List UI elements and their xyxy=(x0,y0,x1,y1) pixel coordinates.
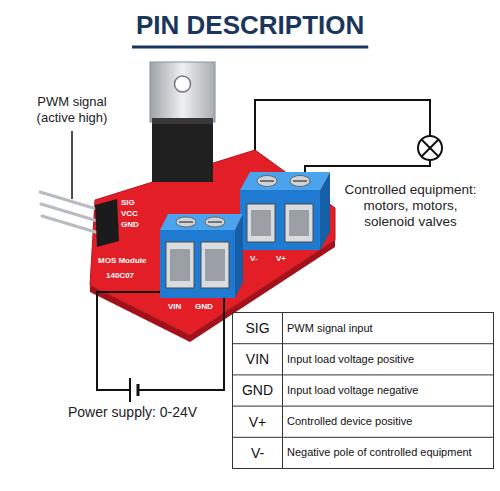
pin-table xyxy=(233,406,494,407)
table-pin-name: V+ xyxy=(233,407,282,437)
terminal-block xyxy=(260,180,274,182)
silkscreen-pin-name: V+ xyxy=(276,254,286,264)
terminal-block xyxy=(289,210,309,236)
pin-table xyxy=(282,313,283,469)
lamp-symbol xyxy=(422,140,439,157)
terminal-block xyxy=(293,180,307,182)
mosfet-transistor xyxy=(150,62,215,182)
pin-table xyxy=(233,343,494,344)
silkscreen-pin-name: VCC xyxy=(121,209,138,219)
terminal-block xyxy=(251,210,271,236)
lamp-symbol xyxy=(418,136,442,160)
terminal-block xyxy=(205,249,225,281)
table-pin-name: SIG xyxy=(233,313,282,343)
terminal-block xyxy=(290,176,310,187)
terminal-block xyxy=(208,221,222,223)
title: PIN DESCRIPTION xyxy=(136,10,364,41)
terminal-block xyxy=(205,217,225,227)
terminal-block xyxy=(247,204,275,242)
pin-table xyxy=(233,437,494,438)
terminal-block xyxy=(257,176,277,187)
terminal-block xyxy=(320,172,330,250)
terminal-block xyxy=(201,242,229,288)
terminal-block xyxy=(160,214,243,230)
table-pin-name: GND xyxy=(233,375,282,405)
callout-label: Power supply: 0-24V xyxy=(68,404,197,421)
pin-header xyxy=(42,216,102,234)
terminal-block xyxy=(160,214,243,298)
silkscreen-code: 140C07 xyxy=(106,271,134,281)
table-description: Controlled device positive xyxy=(287,407,491,437)
pin-table xyxy=(233,313,494,469)
silkscreen-pin-name: SIG xyxy=(121,198,135,208)
battery-symbol xyxy=(137,384,140,396)
lamp-symbol xyxy=(422,140,439,157)
mosfet-transistor xyxy=(150,62,215,122)
terminal-block xyxy=(240,172,330,250)
load-wire xyxy=(255,100,430,176)
terminal-block xyxy=(240,172,330,190)
table-pin-name: V- xyxy=(233,438,282,468)
table-pin-name: VIN xyxy=(233,344,282,374)
terminal-block xyxy=(170,249,190,281)
battery-symbol xyxy=(129,378,131,402)
title-underline xyxy=(132,46,368,49)
callout-label: Controlled equipment: motors, motors, so… xyxy=(338,182,483,231)
silkscreen-module-name: MOS Module xyxy=(98,256,146,266)
terminal-block xyxy=(285,204,313,242)
lamp-symbol xyxy=(418,136,442,160)
silkscreen-pin-name: GND xyxy=(121,220,139,230)
silkscreen-pin-name: GND xyxy=(195,302,213,312)
supply-wire xyxy=(97,292,160,390)
leader-line xyxy=(71,131,73,199)
silkscreen-pin-name: VIN xyxy=(168,302,181,312)
pin-header xyxy=(95,199,119,247)
terminal-block xyxy=(160,230,235,298)
terminal-block xyxy=(235,214,243,298)
supply-wire xyxy=(138,298,224,390)
mosfet-transistor xyxy=(175,76,191,92)
silkscreen-pin-name: V- xyxy=(250,254,258,264)
terminal-block xyxy=(179,221,193,223)
table-description: Negative pole of controlled equipment xyxy=(287,438,491,468)
pin-header xyxy=(40,192,119,247)
battery-symbol xyxy=(130,378,138,402)
terminal-block xyxy=(166,242,194,288)
callout-label: PWM signal (active high) xyxy=(22,94,122,125)
pin-table xyxy=(233,374,494,375)
mosfet-transistor xyxy=(152,118,213,182)
load-wire xyxy=(255,100,430,176)
table-description: Input load voltage negative xyxy=(287,375,491,405)
mosfet-transistor xyxy=(152,118,213,124)
table-description: PWM signal input xyxy=(287,313,491,343)
supply-wire xyxy=(97,292,224,390)
table-description: Input load voltage positive xyxy=(287,344,491,374)
pin-table xyxy=(233,313,494,469)
terminal-block xyxy=(176,217,196,227)
terminal-block xyxy=(240,190,320,250)
